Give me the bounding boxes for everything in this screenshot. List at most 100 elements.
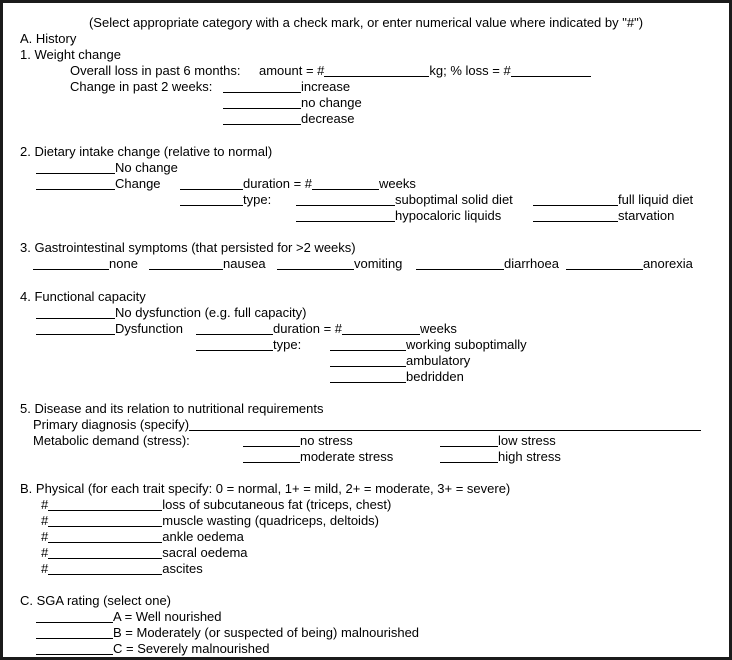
gi-options-row: none nausea vomiting diarrhoea anorexia xyxy=(3,256,729,272)
no-dysfunction-blank[interactable] xyxy=(36,305,115,319)
high-stress-label: high stress xyxy=(498,449,561,464)
dysfunction-blank[interactable] xyxy=(36,321,115,335)
amount-kg-blank[interactable] xyxy=(324,63,430,77)
no-dysfunction-option: No dysfunction (e.g. full capacity) xyxy=(36,305,306,321)
sga-title: C. SGA rating (select one) xyxy=(20,593,172,608)
weight-increase-blank[interactable] xyxy=(223,79,301,93)
dysfunction-type-row2: ambulatory xyxy=(3,353,729,369)
physical-ascites-blank[interactable] xyxy=(48,561,163,575)
gi-vomiting-option: vomiting xyxy=(277,256,402,272)
weight-no-change-row: no change xyxy=(3,95,729,111)
gi-vomiting-blank[interactable] xyxy=(277,256,354,270)
physical-fat-label: loss of subcutaneous fat (triceps, chest… xyxy=(162,497,392,512)
pct-loss-blank[interactable] xyxy=(510,63,591,77)
physical-fat-entry: # loss of subcutaneous fat (triceps, ches… xyxy=(41,497,391,513)
dietary-suboptimal-blank[interactable] xyxy=(296,192,395,206)
physical-muscle-label: muscle wasting (quadriceps, deltoids) xyxy=(162,513,380,528)
low-stress-blank[interactable] xyxy=(440,433,498,447)
weight-decrease-blank[interactable] xyxy=(223,111,301,125)
gi-diarrhoea-blank[interactable] xyxy=(416,256,504,270)
amount-label: amount = # xyxy=(259,63,325,78)
working-suboptimally-blank[interactable] xyxy=(330,337,406,351)
bedridden-blank[interactable] xyxy=(330,369,406,383)
dietary-duration-value-blank[interactable] xyxy=(312,176,380,190)
dietary-duration-label: duration = # xyxy=(243,176,313,191)
gi-none-label: none xyxy=(109,256,138,271)
no-dysfunction-row: No dysfunction (e.g. full capacity) xyxy=(3,305,729,321)
sga-a-label: A = Well nourished xyxy=(113,609,222,624)
dysfunction-type-check-blank[interactable] xyxy=(196,337,273,351)
dietary-type-row2: hypocaloric liquids starvation xyxy=(3,208,729,224)
physical-ascites-label: ascites xyxy=(162,561,203,576)
dietary-starvation-option: starvation xyxy=(533,208,674,224)
hash-sign: # xyxy=(41,513,49,528)
no-stress-blank[interactable] xyxy=(243,433,300,447)
weight-decrease-option: decrease xyxy=(223,111,354,127)
physical-sacral-entry: #sacral oedema xyxy=(41,545,248,561)
moderate-stress-blank[interactable] xyxy=(243,449,300,463)
dietary-full-liquid-blank[interactable] xyxy=(533,192,618,206)
sga-title-row: C. SGA rating (select one) xyxy=(3,593,729,609)
dietary-change-option: Change xyxy=(36,176,161,192)
form-instruction: (Select appropriate category with a chec… xyxy=(88,15,644,30)
dietary-duration-check-blank[interactable] xyxy=(180,176,243,190)
physical-fat-row: # loss of subcutaneous fat (triceps, ches… xyxy=(3,497,729,513)
hash-sign: # xyxy=(41,497,49,512)
gi-none-blank[interactable] xyxy=(33,256,109,270)
gi-anorexia-label: anorexia xyxy=(643,256,693,271)
dysfunction-duration-check-blank[interactable] xyxy=(196,321,273,335)
sga-c-label: C = Severely malnourished xyxy=(113,641,270,656)
physical-fat-blank[interactable] xyxy=(48,497,163,511)
dietary-no-change-option: No change xyxy=(36,160,178,176)
physical-ankle-blank[interactable] xyxy=(48,529,163,543)
weight-change-title-row: 1. Weight change xyxy=(3,47,729,63)
overall-loss-label: Overall loss in past 6 months: xyxy=(70,63,241,78)
physical-ankle-row: #ankle oedema xyxy=(3,529,729,545)
sga-c-blank[interactable] xyxy=(36,641,113,655)
disease-title: 5. Disease and its relation to nutrition… xyxy=(20,401,324,416)
sga-b-label: B = Moderately (or suspected of being) m… xyxy=(113,625,420,640)
section-a-history-row: A. History xyxy=(3,31,729,47)
high-stress-option: high stress xyxy=(440,449,561,465)
ambulatory-blank[interactable] xyxy=(330,353,406,367)
moderate-stress-option: moderate stress xyxy=(243,449,393,465)
overall-loss-values: amount = #kg; % loss = # xyxy=(259,63,591,79)
weight-no-change-blank[interactable] xyxy=(223,95,301,109)
dietary-no-change-blank[interactable] xyxy=(36,160,115,174)
dietary-type-check-blank[interactable] xyxy=(180,192,243,206)
no-stress-option: no stress xyxy=(243,433,353,449)
primary-diagnosis-label: Primary diagnosis (specify) xyxy=(33,417,190,432)
physical-ankle-label: ankle oedema xyxy=(162,529,244,544)
gi-anorexia-blank[interactable] xyxy=(566,256,643,270)
physical-ascites-entry: #ascites xyxy=(41,561,203,577)
hash-sign: # xyxy=(41,545,49,560)
physical-sacral-blank[interactable] xyxy=(48,545,163,559)
sga-b-blank[interactable] xyxy=(36,625,113,639)
dietary-no-change-label: No change xyxy=(115,160,178,175)
physical-muscle-blank[interactable] xyxy=(48,513,163,527)
dysfunction-type-label: type: xyxy=(273,337,302,352)
physical-muscle-entry: # muscle wasting (quadriceps, deltoids) xyxy=(41,513,379,529)
dietary-starvation-blank[interactable] xyxy=(533,208,618,222)
sga-a-blank[interactable] xyxy=(36,609,113,623)
dysfunction-duration-group: duration = #weeks xyxy=(196,321,457,337)
primary-diagnosis-blank[interactable] xyxy=(189,417,702,431)
weight-increase-option: increase xyxy=(223,79,350,95)
dietary-no-change-row: No change xyxy=(3,160,729,176)
dysfunction-type-group: type: xyxy=(196,337,301,353)
gi-diarrhoea-label: diarrhoea xyxy=(504,256,559,271)
change-2weeks-label: Change in past 2 weeks: xyxy=(70,79,213,94)
dietary-hypocaloric-blank[interactable] xyxy=(296,208,395,222)
dietary-suboptimal-label: suboptimal solid diet xyxy=(395,192,513,207)
dietary-type-label: type: xyxy=(243,192,272,207)
dysfunction-duration-value-blank[interactable] xyxy=(342,321,421,335)
weight-no-change-option: no change xyxy=(223,95,362,111)
bedridden-label: bedridden xyxy=(406,369,464,384)
dietary-change-blank[interactable] xyxy=(36,176,115,190)
gi-nausea-blank[interactable] xyxy=(149,256,223,270)
working-suboptimally-label: working suboptimally xyxy=(406,337,527,352)
dysfunction-duration-unit: weeks xyxy=(420,321,457,336)
bedridden-option: bedridden xyxy=(330,369,464,385)
high-stress-blank[interactable] xyxy=(440,449,498,463)
gi-anorexia-option: anorexia xyxy=(566,256,693,272)
